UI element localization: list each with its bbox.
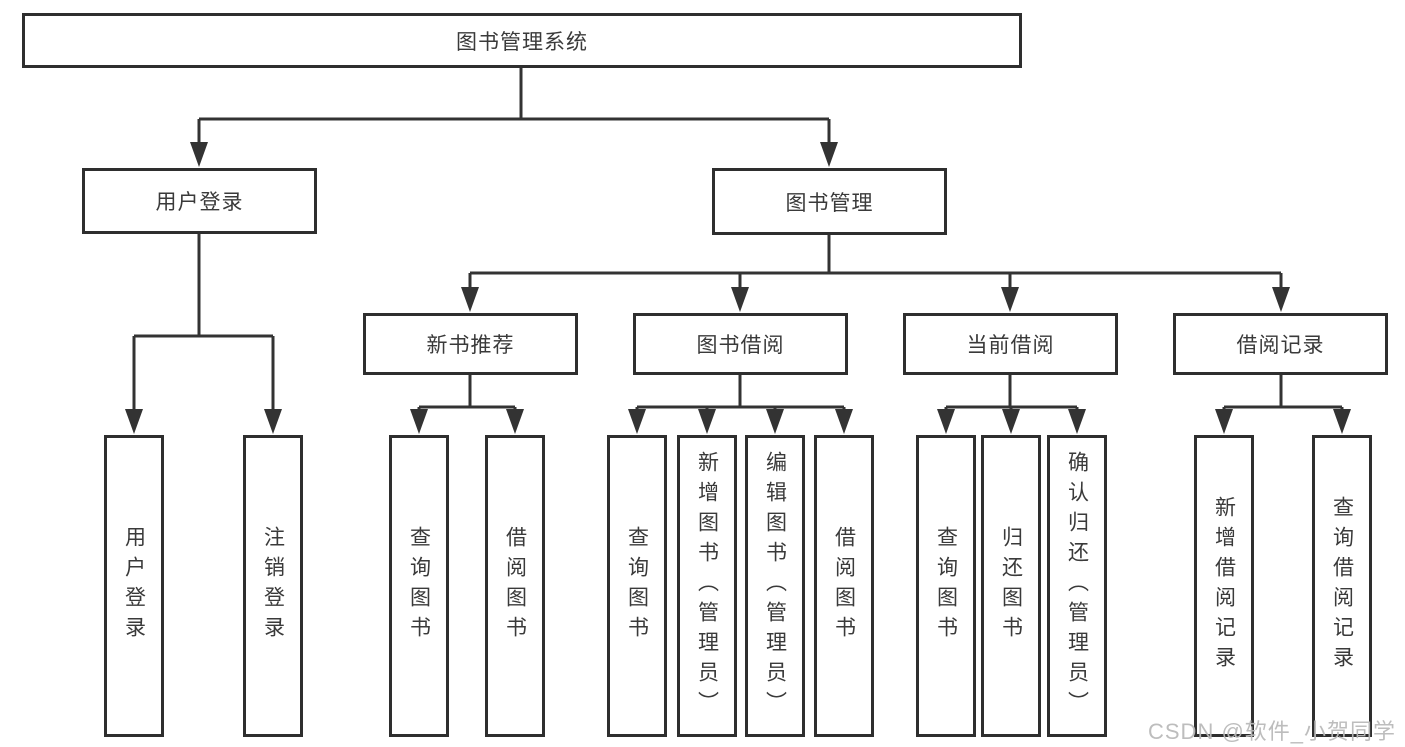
node-current-borrow: 当前借阅 bbox=[903, 313, 1118, 375]
leaf-borrow-query-book: 查询图书 bbox=[607, 435, 667, 737]
leaf-user-login: 用户登录 bbox=[104, 435, 164, 737]
node-borrow-records: 借阅记录 bbox=[1173, 313, 1388, 375]
node-book-management: 图书管理 bbox=[712, 168, 947, 235]
node-book-borrow: 图书借阅 bbox=[633, 313, 848, 375]
leaf-add-book-admin: 新增图书（管理员） bbox=[677, 435, 737, 737]
leaf-logout: 注销登录 bbox=[243, 435, 303, 737]
csdn-watermark: CSDN @软件_小贺同学 bbox=[1148, 719, 1397, 744]
leaf-borrow-book: 借阅图书 bbox=[814, 435, 874, 737]
node-system-root: 图书管理系统 bbox=[22, 13, 1022, 68]
leaf-recommend-borrow-book: 借阅图书 bbox=[485, 435, 545, 737]
leaf-return-book: 归还图书 bbox=[981, 435, 1041, 737]
leaf-query-borrow-record: 查询借阅记录 bbox=[1312, 435, 1372, 737]
node-new-book-recommend: 新书推荐 bbox=[363, 313, 578, 375]
leaf-confirm-return-admin: 确认归还（管理员） bbox=[1047, 435, 1107, 737]
leaf-add-borrow-record: 新增借阅记录 bbox=[1194, 435, 1254, 737]
node-user-login: 用户登录 bbox=[82, 168, 317, 234]
leaf-edit-book-admin: 编辑图书（管理员） bbox=[745, 435, 805, 737]
leaf-recommend-query-book: 查询图书 bbox=[389, 435, 449, 737]
leaf-current-query-book: 查询图书 bbox=[916, 435, 976, 737]
